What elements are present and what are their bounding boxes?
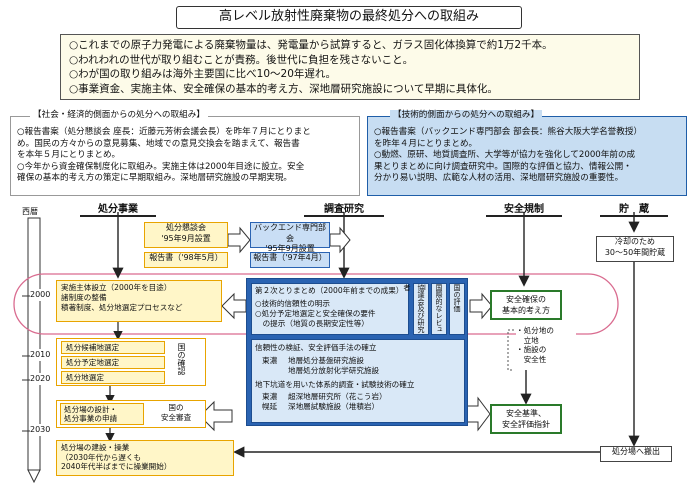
entity-box: 実施主体設立（2000年を目途） 諸制度の整備 積著制度、処分地選定プロセスなど [56,280,222,322]
tech-line: ○報告書案（バックエンド専門部会 部会長：熊谷大阪大学名誉教授） [374,127,643,137]
backend-box: バックエンド専門部会 '95年9月設置 [250,222,330,253]
license-group: 処分場の設計・ 処分事業の申請 国の 安全審査 [56,400,206,428]
review-col-1: 協議会及び研究者 [403,283,429,335]
social-line: 確保の基本的考え方の策定に早期取組み。深地層研究施設の早期実現。 [17,173,293,183]
deep-east: 東濃 [262,356,278,365]
year-axis-tip [27,469,41,484]
column-safety: 安全規制 [486,200,562,217]
report97-box: 報告書（'97年4月） [250,252,330,268]
hollow-arrow [329,226,351,254]
research-2nd-box: 第２次とりまとめ（2000年前までの成果） ○技術的信頼性の明示 ○処分予定地選… [251,283,409,335]
intro-line: ○事業資金、実施主体、安全確保の基本的考え方、深地層研究施設について早期に具体化… [69,82,498,95]
transfer-box: 処分場へ搬出 [600,446,672,462]
column-storage: 貯 蔵 [600,200,668,217]
tech-heading: 【技術的側面からの処分への取組み】 [390,110,543,121]
tech-line: 果とりまとめに向け調査研究中。国際的な評価と協力、情報公開・ [374,161,632,172]
hollow-arrow-left [221,292,247,320]
deep-lab-head: 地下坑道を用いた体系的調査・試験技術の確立 [255,380,415,389]
deep-lab-sites: 東濃 幌延 [262,392,278,411]
intro-line: ○われわれの世代が取り組むことが責務。後世代に負担を残さないこと。 [69,53,414,66]
safety-basic-box: 安全確保の 基本的考え方 [490,290,562,320]
year-axis-label: 西暦 [22,207,38,216]
deep-research-box: 信頼性の検証、安全評価手法の確立 東濃 地層処分基盤研究施設 地層処分放射化学研… [251,339,465,423]
tech-box: ○報告書案（バックエンド専門部会 部会長：熊谷大阪大学名誉教授） を昨年４月にと… [367,116,687,196]
intro-line: ○これまでの原子力発電による廃棄物量は、発電量から試算すると、ガラス固化体換算で… [69,39,553,51]
social-line: ○報告書案（処分懇談会 座長：近藤元芳術会議会長）を昨年７月にとりまと [17,127,311,137]
intro-line: ○わが国の取り組みは海外主要国に比べ10～20年遅れ。 [69,68,336,80]
year-2030: 2030 [30,424,51,436]
deep-head: 信頼性の検証、安全評価手法の確立 [255,343,377,352]
construction-box: 処分場の建設・操業 （2030年代から遅くも 2040年代半ばまでに操業開始） [56,440,234,476]
social-line: ○今年から資金確保制度化に取組み。実施主体は2000年目途に設立。安全 [17,161,305,172]
site-box: 処分地選定 [61,371,165,384]
review-col-3: 国の評価 [449,283,465,335]
column-research: 調査研究 [304,200,384,217]
research-block: 第２次とりまとめ（2000年前までの成果） ○技術的信頼性の明示 ○処分予定地選… [246,278,468,426]
storage-box: 冷却のため 30～50年間貯蔵 [596,236,674,262]
safety-bracket [507,329,514,371]
site-selection-group: 処分候補地選定 処分予定地選定 処分地選定 国の確認 [56,338,206,386]
social-line: め。国民の方々からの意見募集、地域での意見交換会を踏まえて、報告書 [17,138,300,149]
hollow-arrow-left [199,400,233,432]
diagram-title: 高レベル放射性廃棄物の最終処分への取組み [176,6,522,29]
social-box: ○報告書案（処分懇談会 座長：近藤元芳術会議会長）を昨年７月にとりまと め。国民… [10,116,360,196]
safety-standard-box: 安全基準、 安全評価指針 [490,404,562,434]
research-2nd-title: 第２次とりまとめ（2000年前までの成果） [255,286,404,295]
deep-east-items: 地層処分基盤研究施設 地層処分放射化学研究施設 [288,356,380,375]
research-2nd-items: ○技術的信頼性の明示 ○処分予定地選定と安全確保の要件 の提示（地質の長期安定性… [255,299,376,328]
intro-box: ○これまでの原子力発電による廃棄物量は、発電量から試算すると、ガラス固化体換算で… [60,34,640,100]
social-heading: 【社会・経済的側面からの処分への取組み】 [30,110,208,121]
column-disposal: 処分事業 [80,200,156,217]
review-col-2: 国際的なレビュー [421,283,447,335]
planned-box: 処分予定地選定 [61,356,165,369]
national-review-label: 国の 安全審査 [160,403,192,422]
national-confirm-label: 国の確認 [177,343,186,375]
year-2010: 2010 [30,349,51,361]
kondankai-box: 処分懇談会 '95年9月設置 [144,222,228,248]
tech-line: を昨年４月にとりまとめ。 [374,138,478,149]
candidate-box: 処分候補地選定 [61,341,165,354]
social-line: を本年５月にとりまとめ。 [17,150,121,160]
license-box: 処分場の設計・ 処分事業の申請 [60,403,144,425]
safety-side-note: ・処分地の 立地 ・施設の 安全性 [516,326,576,370]
year-2000: 2000 [30,289,51,301]
year-2020: 2020 [30,373,51,385]
deep-lab-facilities: 超深地層研究所（花こう岩） 深地層試験施設（堆積岩） [288,392,387,411]
tech-line: 分かり易い説明、広範な人材の活用、深地層研究施設の重要性。 [374,173,624,183]
tech-line: ○動燃、原研、地質調査所、大学等が協力を強化して2000年前の成 [374,150,636,160]
report98-box: 報告書（'98年5月） [144,252,228,268]
hollow-arrow [227,226,251,254]
hollow-arrow-small [469,292,493,320]
